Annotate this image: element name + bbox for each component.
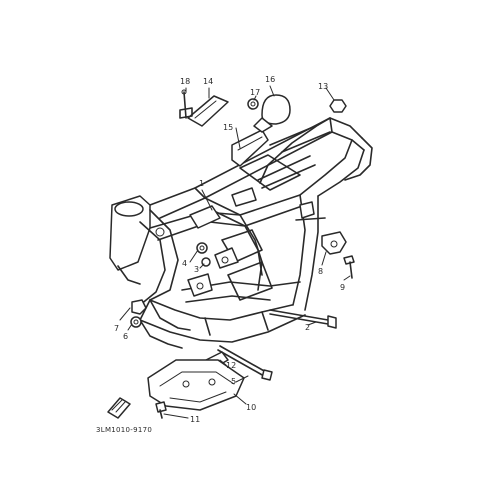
main-frame — [109, 117, 373, 349]
diagram-code: 3LM1010-9170 — [96, 426, 152, 434]
callout-18: 18 — [180, 77, 190, 86]
callout-11: 11 — [190, 415, 200, 424]
part-7-nut — [131, 299, 147, 315]
callout-4: 4 — [182, 259, 187, 268]
part-8-bracket — [321, 231, 347, 255]
part-2-bolt — [269, 309, 337, 329]
callout-12: 12 — [226, 361, 236, 370]
front-direction-icon — [107, 397, 131, 419]
callout-labels: 1 2 3 4 5 6 7 8 9 10 11 12 13 14 15 16 1… — [114, 75, 345, 424]
part-9-bolt — [343, 255, 355, 279]
callout-14: 14 — [203, 77, 213, 86]
callout-8: 8 — [318, 267, 323, 276]
callout-6: 6 — [123, 332, 128, 341]
callout-16: 16 — [265, 75, 275, 84]
part-14-plate — [187, 95, 229, 127]
callout-13: 13 — [318, 82, 328, 91]
part-13-nut — [329, 99, 347, 113]
part-16-cap — [253, 94, 291, 133]
part-18-band — [179, 89, 193, 119]
part-11-bolt — [155, 401, 167, 419]
part-6-washer — [130, 316, 142, 328]
part-5-bolt — [217, 345, 273, 381]
callout-7: 7 — [114, 324, 119, 333]
callout-3: 3 — [194, 265, 199, 274]
callout-2: 2 — [305, 323, 310, 332]
part-4-nut — [196, 242, 208, 254]
part-17-nut — [247, 98, 259, 110]
callout-1: 1 — [199, 179, 204, 188]
leader-lines — [119, 85, 351, 419]
callout-15: 15 — [223, 123, 233, 132]
callout-9: 9 — [340, 283, 345, 292]
callout-5: 5 — [231, 377, 236, 386]
callout-10: 10 — [246, 403, 256, 412]
part-15-cover — [231, 129, 269, 167]
callout-17: 17 — [250, 88, 260, 97]
